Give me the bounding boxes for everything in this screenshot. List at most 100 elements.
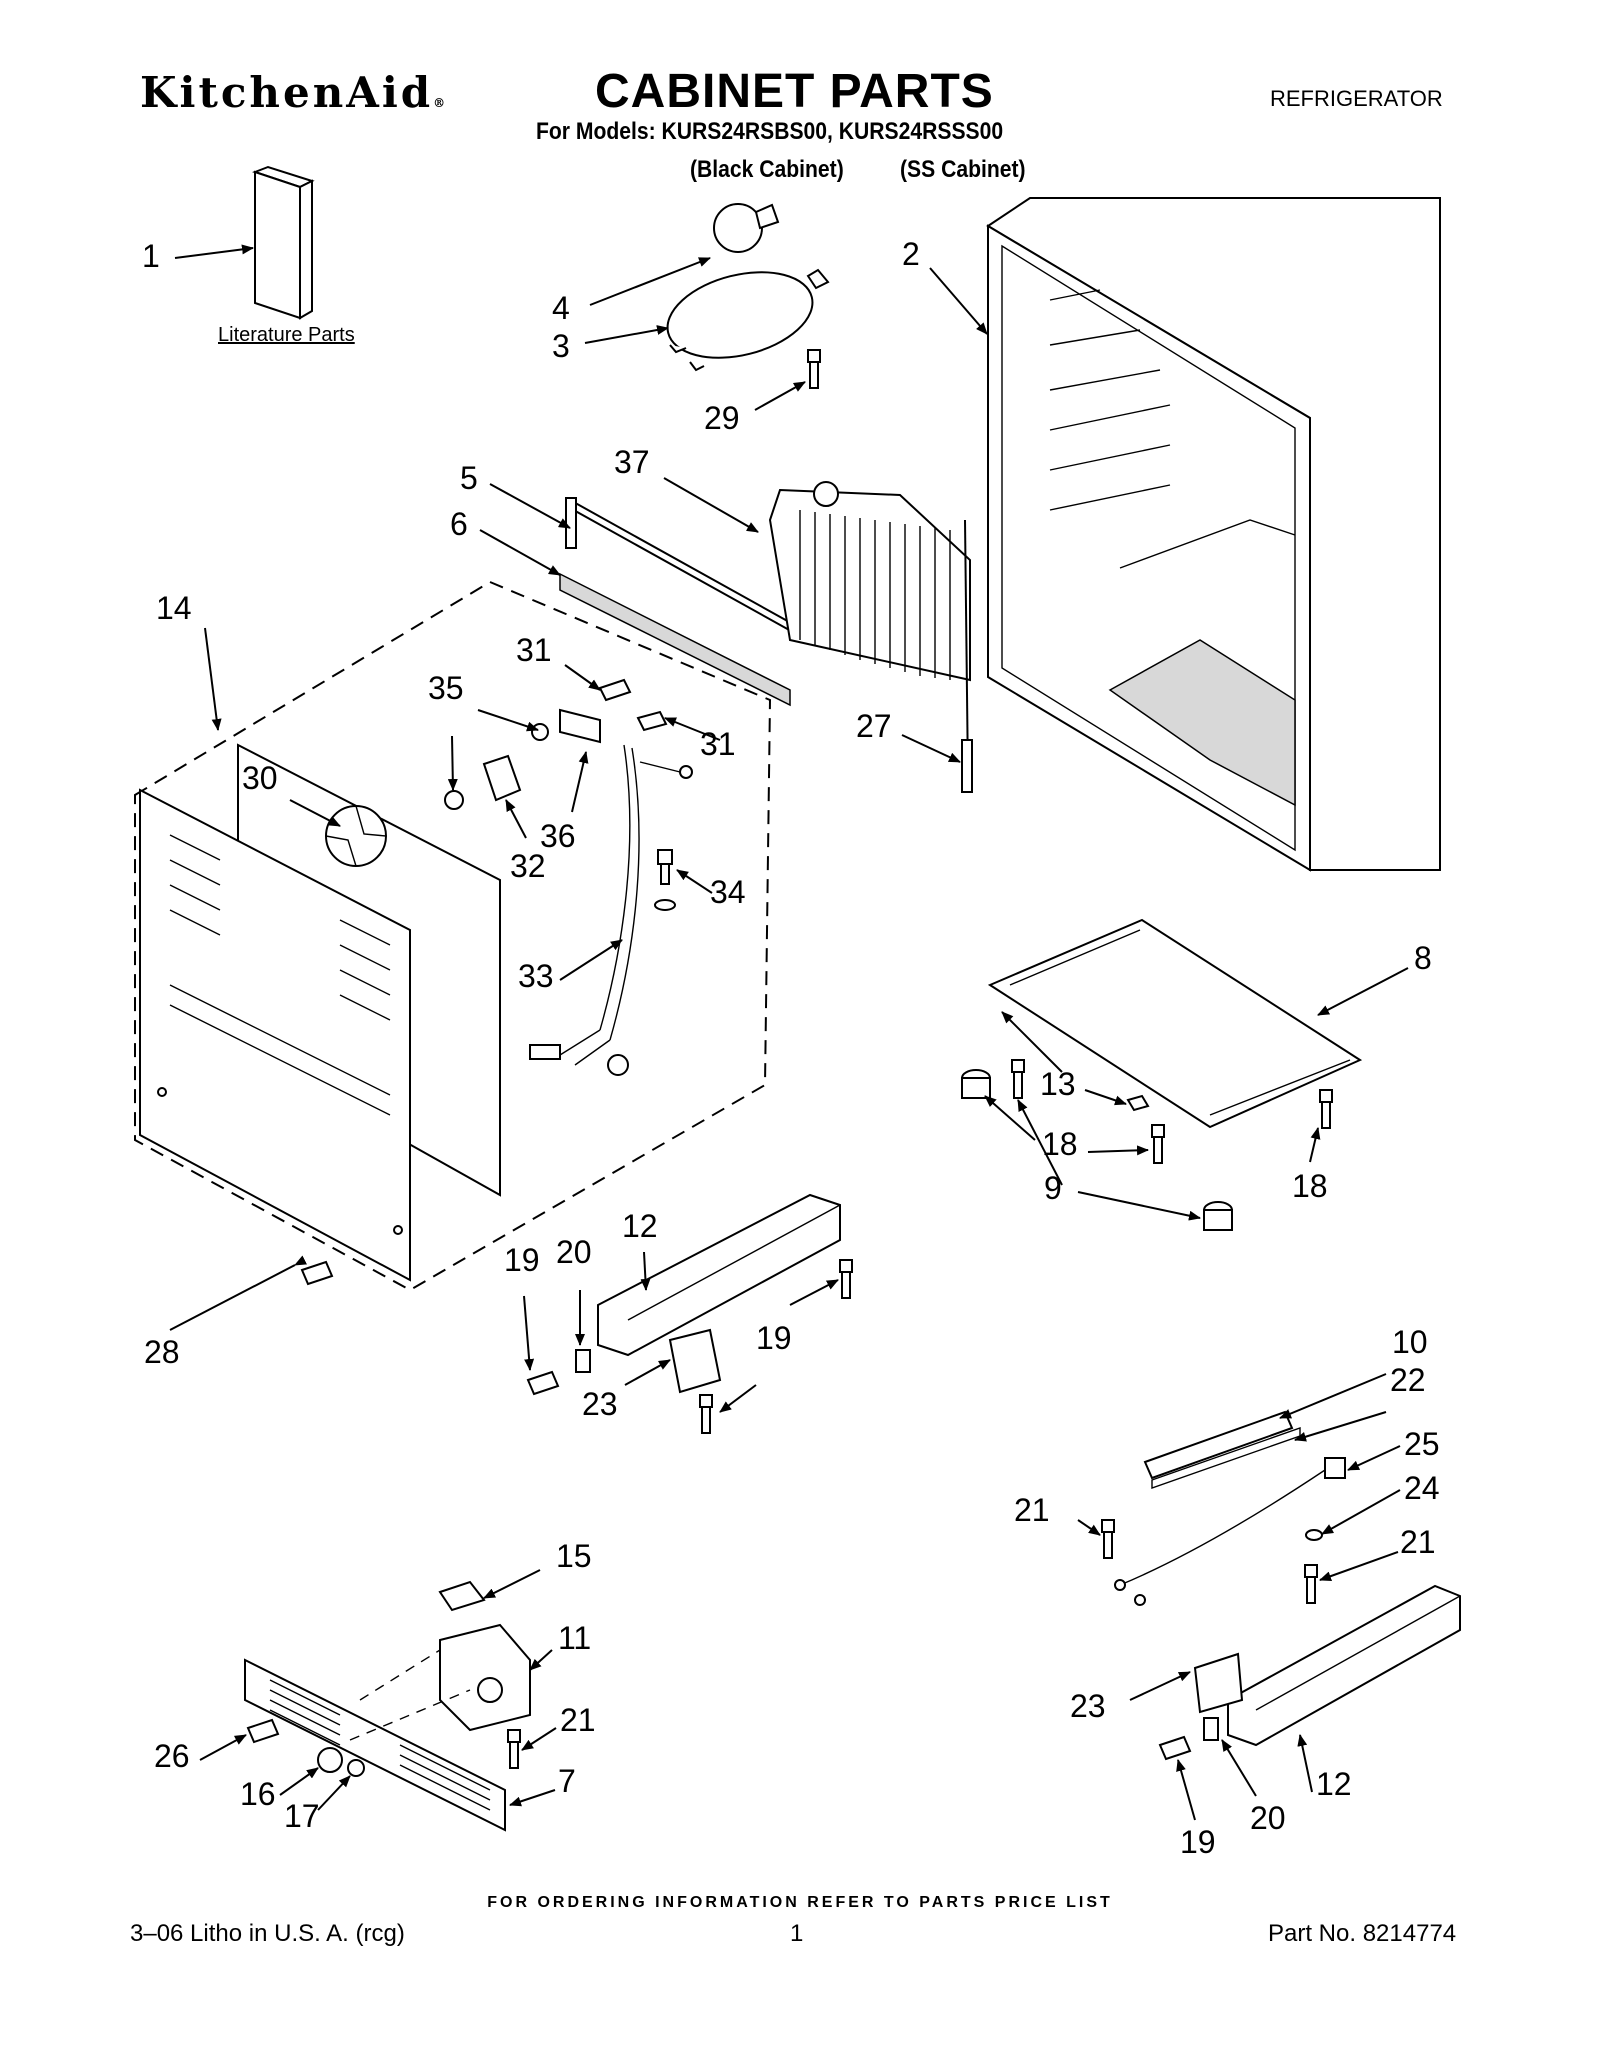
fan-motor — [444, 708, 601, 810]
callout-3: 3 — [552, 328, 570, 364]
cabinet-liner — [986, 197, 1441, 872]
callout-14: 14 — [156, 590, 192, 626]
wire-harness-25 — [1114, 1457, 1346, 1606]
evaporator-cover-assembly-outline — [134, 580, 772, 1292]
light-bulb — [713, 203, 780, 253]
clip-13 — [1126, 1094, 1150, 1112]
callout-5: 5 — [460, 460, 478, 496]
clip-24 — [1305, 1529, 1323, 1541]
callout-29: 29 — [704, 400, 740, 436]
model-numbers: For Models: KURS24RSBS00, KURS24RSSS00 — [536, 118, 1004, 145]
bottom-plate — [987, 918, 1363, 1129]
screw-31-lower — [636, 710, 668, 732]
bracket-23-upper — [668, 1328, 722, 1394]
brand-name: KitchenAid — [140, 68, 434, 117]
bracket-23-lower — [1193, 1652, 1244, 1714]
callout-31-lower: 31 — [700, 726, 736, 762]
callout-33: 33 — [518, 958, 554, 994]
ordering-note: FOR ORDERING INFORMATION REFER TO PARTS … — [487, 1894, 1113, 1911]
callout-9: 9 — [1044, 1170, 1062, 1206]
evaporator — [768, 481, 971, 781]
screw-19-right-upper — [839, 1259, 853, 1299]
callout-20-upper: 20 — [556, 1234, 592, 1270]
callout-19-lower: 19 — [1180, 1824, 1216, 1860]
callout-21-lower-left: 21 — [560, 1702, 596, 1738]
callout-15: 15 — [556, 1538, 592, 1574]
callout-24: 24 — [1404, 1470, 1440, 1506]
part-number: Part No. 8214774 — [1268, 1920, 1457, 1947]
knob-insert-17 — [347, 1759, 365, 1777]
callout-21-right: 21 — [1400, 1524, 1436, 1560]
callout-31-upper: 31 — [516, 632, 552, 668]
cabinet-black-label: (Black Cabinet) — [690, 156, 844, 183]
callout-36: 36 — [540, 818, 576, 854]
control-housing-11 — [439, 1623, 531, 1732]
clip-20-lower — [1203, 1717, 1219, 1741]
brand-logo: KitchenAid® — [140, 68, 448, 117]
callout-28: 28 — [144, 1334, 180, 1370]
toe-grille-7 — [244, 1658, 506, 1832]
light-shield — [666, 268, 830, 372]
screw-28 — [300, 1260, 334, 1286]
callout-27: 27 — [856, 708, 892, 744]
callout-20-lower: 20 — [1250, 1800, 1286, 1836]
callout-18-right: 18 — [1292, 1168, 1328, 1204]
switch-15 — [438, 1580, 486, 1612]
callout-21-left: 21 — [1014, 1492, 1050, 1528]
callout-19-mid: 19 — [756, 1320, 792, 1356]
callout-17: 17 — [284, 1798, 320, 1834]
screw-21-left — [1101, 1519, 1115, 1559]
callout-16: 16 — [240, 1776, 276, 1812]
leveling-leg-left — [961, 1069, 991, 1099]
page-title: CABINET PARTS — [595, 65, 994, 118]
callout-34: 34 — [710, 874, 746, 910]
defrost-drain-tube — [961, 739, 973, 793]
callout-19-left: 19 — [504, 1242, 540, 1278]
clip-20-upper — [575, 1349, 591, 1373]
screw-19-left-upper — [526, 1370, 560, 1396]
callout-25: 25 — [1404, 1426, 1440, 1462]
toe-grille-bracket-lower — [1227, 1584, 1461, 1747]
callout-10: 10 — [1392, 1324, 1428, 1360]
callout-23-upper: 23 — [582, 1386, 618, 1422]
screw-19-lower — [1158, 1735, 1192, 1761]
evaporator-cover-strip — [559, 572, 791, 707]
leveling-leg-right — [1203, 1201, 1233, 1231]
callout-1: 1 — [142, 238, 160, 274]
screw-21-right — [1304, 1564, 1318, 1604]
callout-6: 6 — [450, 506, 468, 542]
knob-16 — [317, 1747, 343, 1773]
callout-18-mid: 18 — [1042, 1126, 1078, 1162]
literature-parts-label: Literature Parts — [218, 324, 355, 346]
callout-32: 32 — [510, 848, 546, 884]
callout-23-lower: 23 — [1070, 1688, 1106, 1724]
callout-12-lower: 12 — [1316, 1766, 1352, 1802]
callout-22: 22 — [1390, 1362, 1426, 1398]
wire-harness — [529, 744, 693, 1076]
screw-34 — [654, 849, 676, 911]
screw-21-lower-left — [507, 1729, 521, 1769]
screw-31-upper — [598, 678, 632, 702]
literature-booklet — [252, 165, 315, 320]
appliance-category: REFRIGERATOR — [1270, 86, 1443, 111]
callout-2: 2 — [902, 236, 920, 272]
screw-18-right — [1319, 1089, 1333, 1129]
evaporator-cover-front — [139, 788, 411, 1282]
trim-strip-10 — [1143, 1410, 1294, 1480]
callout-30: 30 — [242, 760, 278, 796]
litho-note: 3–06 Litho in U.S. A. (rcg) — [130, 1920, 405, 1947]
screw-26 — [246, 1718, 280, 1744]
callout-8: 8 — [1414, 940, 1432, 976]
callout-26: 26 — [154, 1738, 190, 1774]
leader-lines — [169, 244, 1409, 1821]
callout-13: 13 — [1040, 1066, 1076, 1102]
brand-registered-mark: ® — [433, 96, 449, 110]
screw-18-mid — [1151, 1124, 1165, 1164]
cabinet-ss-label: (SS Cabinet) — [900, 156, 1026, 183]
screw-29 — [807, 349, 821, 389]
callout-37: 37 — [614, 444, 650, 480]
page-number: 1 — [790, 1920, 804, 1947]
callout-7: 7 — [558, 1763, 576, 1799]
callout-11: 11 — [558, 1620, 592, 1656]
